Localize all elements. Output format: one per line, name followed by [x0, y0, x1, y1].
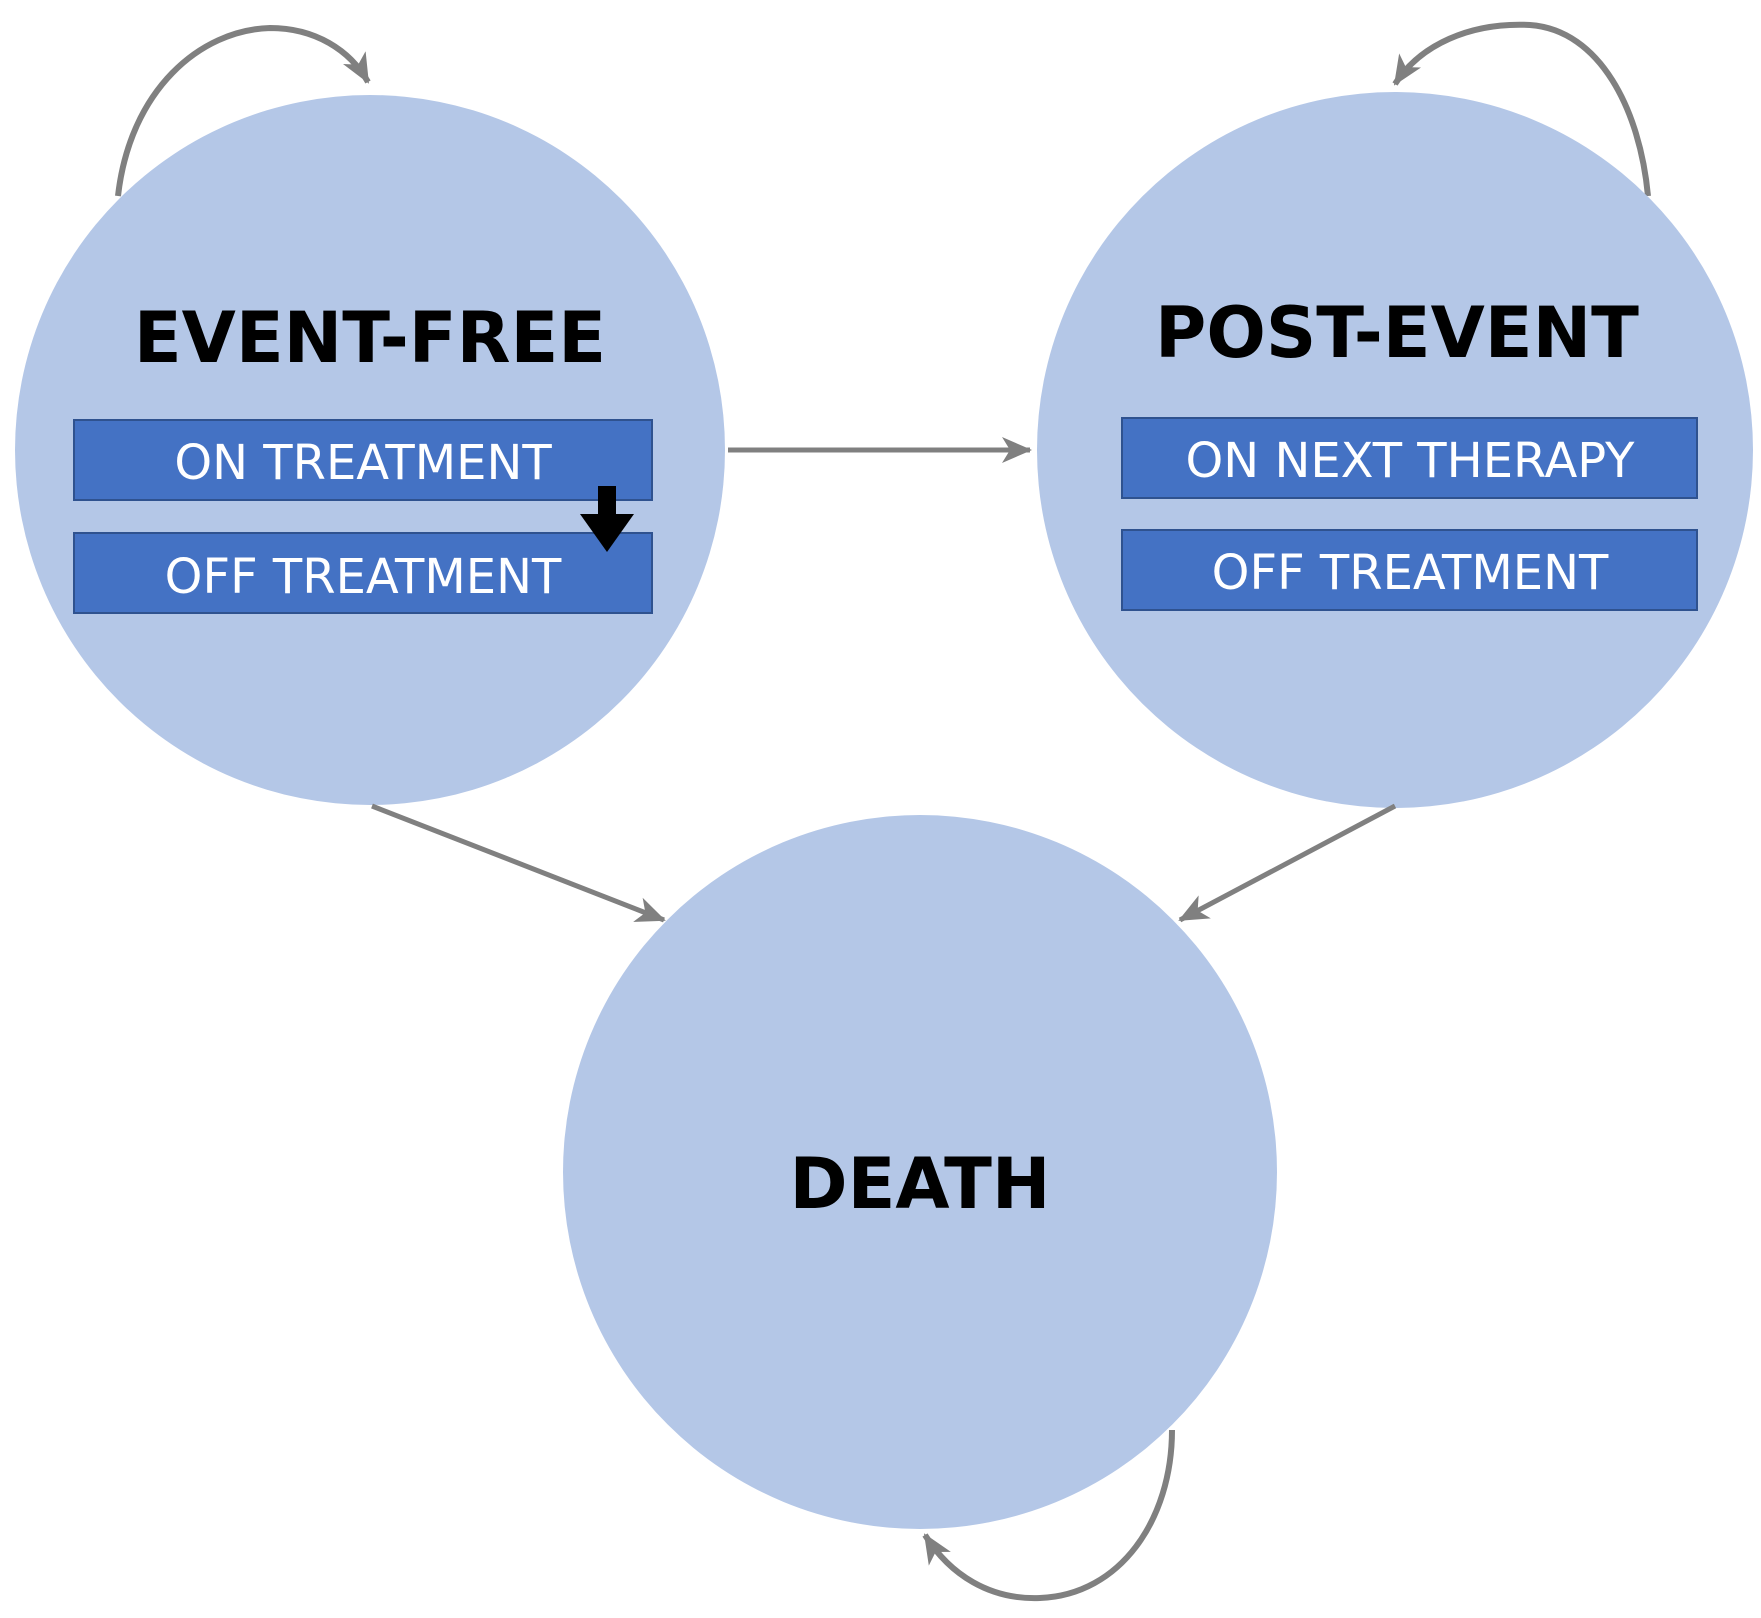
substate-label-on-next-therapy: ON NEXT THERAPY: [1186, 433, 1636, 489]
substate-box-off-treatment-event-free: [73, 532, 653, 614]
substate-label-off-treatment-post-event: OFF TREATMENT: [1212, 545, 1609, 601]
transition-arrow-event-free-to-death: [371, 803, 666, 923]
state-title-event-free: EVENT-FREE: [134, 297, 606, 379]
state-title-post-event: POST-EVENT: [1155, 292, 1639, 374]
substate-label-on-treatment: ON TREATMENT: [174, 435, 552, 491]
down-arrow-icon: [580, 486, 634, 552]
substate-box-on-next-therapy: [1121, 417, 1698, 499]
self-loop-arrow-post-event: [1392, 21, 1651, 197]
state-circle-death: [563, 815, 1277, 1529]
self-loop-arrow-death: [922, 1429, 1175, 1602]
substate-label-off-treatment-event-free: OFF TREATMENT: [165, 549, 562, 605]
transition-arrow-post-event-to-death: [1178, 803, 1397, 923]
substate-box-off-treatment-post-event: [1121, 529, 1698, 611]
substate-box-on-treatment: [73, 419, 653, 501]
state-title-death: DEATH: [790, 1143, 1051, 1225]
self-loop-arrow-event-free: [115, 24, 371, 197]
